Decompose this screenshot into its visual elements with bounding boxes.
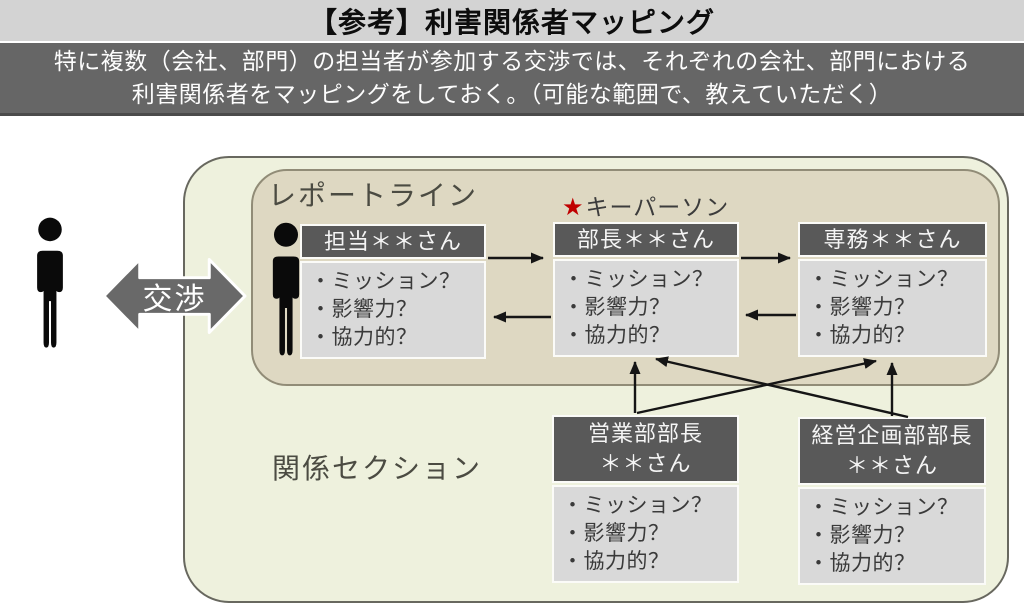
bullet-influence: ・影響力？	[310, 298, 418, 321]
bullet-mission: ・ミッション？	[808, 496, 959, 519]
report-line-label: レポートライン	[268, 180, 479, 211]
bullet-cooperative: ・協力的？	[310, 326, 418, 349]
card-tantou: 担当＊＊さん ・ミッション？ ・影響力？ ・協力的？	[300, 224, 486, 359]
key-person-text: キーパーソン	[585, 194, 730, 220]
subtitle-line-1: 特に複数（会社、部門）の担当者が参加する交渉では、それぞれの会社、部門における	[53, 48, 971, 74]
bullet-influence: ・影響力？	[562, 522, 670, 545]
bullet-cooperative: ・協力的？	[808, 552, 916, 575]
card-tantou-body: ・ミッション？ ・影響力？ ・協力的？	[300, 261, 486, 359]
bullet-cooperative: ・協力的？	[808, 324, 916, 347]
negotiation-label: 交渉	[142, 283, 207, 316]
key-person-label: ★キーパーソン	[562, 188, 729, 222]
subtitle-band: 特に複数（会社、部門）の担当者が参加する交渉では、それぞれの会社、部門における …	[0, 43, 1024, 116]
card-eigyo: 営業部部長 ＊＊さん ・ミッション？ ・影響力？ ・協力的？	[552, 415, 739, 583]
card-eigyo-title: 営業部部長 ＊＊さん	[552, 415, 739, 483]
card-eigyo-title-line1: 営業部部長	[587, 421, 703, 446]
bullet-mission: ・ミッション？	[808, 268, 959, 291]
subtitle-line-2: 利害関係者をマッピングをしておく。（可能な範囲で、教えていただく）	[131, 81, 893, 107]
bullet-mission: ・ミッション？	[562, 494, 713, 517]
card-eigyo-title-line2: ＊＊さん	[599, 451, 692, 476]
title-bar: 【参考】利害関係者マッピング	[0, 0, 1024, 41]
card-senmu-body: ・ミッション？ ・影響力？ ・協力的？	[798, 259, 987, 357]
card-buchou-body: ・ミッション？ ・影響力？ ・協力的？	[553, 259, 739, 357]
tantou-person-icon	[251, 221, 321, 364]
card-senmu: 専務＊＊さん ・ミッション？ ・影響力？ ・協力的？	[798, 222, 987, 357]
card-keiei: 経営企画部部長 ＊＊さん ・ミッション？ ・影響力？ ・協力的？	[798, 417, 986, 585]
card-keiei-title: 経営企画部部長 ＊＊さん	[798, 417, 986, 485]
page-title: 【参考】利害関係者マッピング	[308, 6, 715, 38]
card-senmu-title: 専務＊＊さん	[798, 222, 987, 257]
card-keiei-body: ・ミッション？ ・影響力？ ・協力的？	[798, 487, 986, 585]
negotiator-person-icon	[16, 216, 84, 356]
card-tantou-title: 担当＊＊さん	[300, 224, 486, 259]
bullet-influence: ・影響力？	[808, 296, 916, 319]
bullet-influence: ・影響力？	[563, 296, 671, 319]
bullet-mission: ・ミッション？	[310, 270, 461, 293]
related-section-label: 関係セクション	[272, 453, 483, 484]
bullet-cooperative: ・協力的？	[562, 550, 670, 573]
card-buchou: 部長＊＊さん ・ミッション？ ・影響力？ ・協力的？	[553, 222, 739, 357]
negotiation-double-arrow: 交渉	[102, 246, 247, 346]
key-person-star-icon: ★	[562, 194, 585, 221]
card-eigyo-body: ・ミッション？ ・影響力？ ・協力的？	[552, 485, 739, 583]
bullet-influence: ・影響力？	[808, 524, 916, 547]
bullet-cooperative: ・協力的？	[563, 324, 671, 347]
card-buchou-title: 部長＊＊さん	[553, 222, 739, 257]
bullet-mission: ・ミッション？	[563, 268, 714, 291]
card-keiei-title-line2: ＊＊さん	[845, 453, 938, 478]
card-keiei-title-line1: 経営企画部部長	[811, 423, 973, 448]
